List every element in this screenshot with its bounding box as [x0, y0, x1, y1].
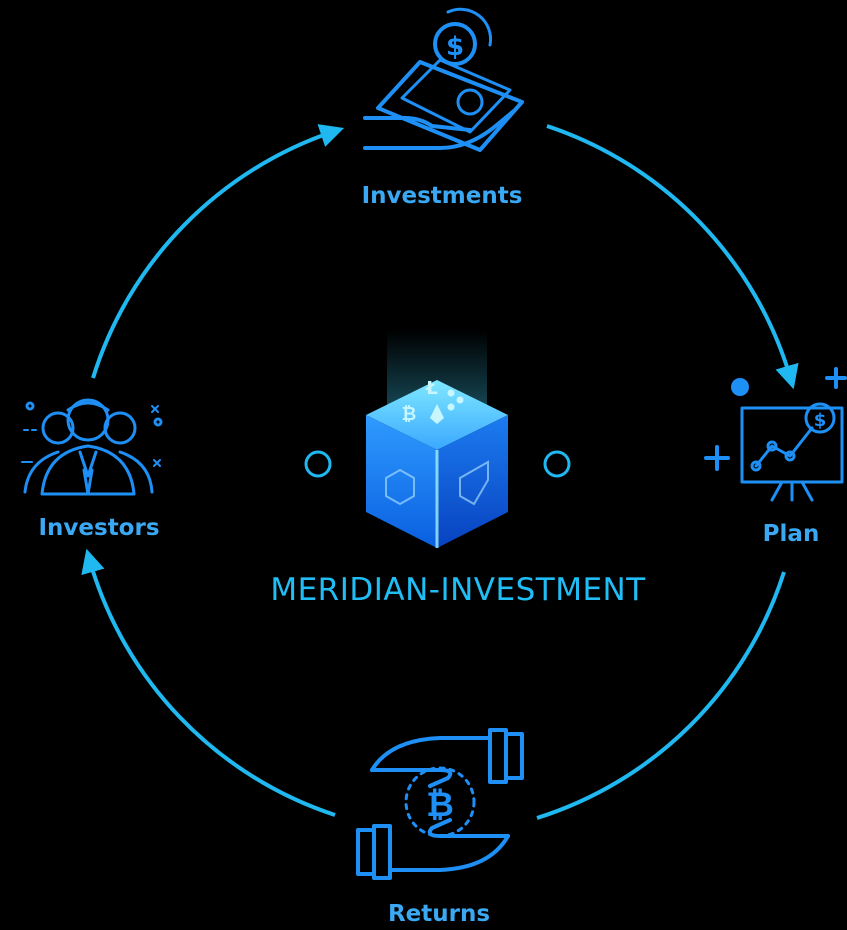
investments-dollar-symbol: $	[446, 32, 464, 62]
investors-label: Investors	[38, 515, 160, 541]
returns-bitcoin-symbol: ₿	[426, 785, 454, 825]
diagram-title: MERIDIAN-INVESTMENT	[270, 572, 646, 608]
arrow-investments-to-plan	[546, 124, 799, 390]
connector-right-node	[543, 450, 571, 478]
cube-right-face	[437, 415, 508, 548]
plan-dollar-symbol: $	[814, 410, 827, 431]
cube-left-face	[366, 415, 437, 548]
cube-ethereum-symbol	[430, 404, 444, 424]
plan-dot-decoration	[731, 378, 749, 396]
cube-right-hexagon	[459, 460, 489, 506]
cube-litecoin-symbol: Ł	[425, 378, 438, 399]
cube-left-hexagon	[385, 468, 415, 506]
arrow-investors-to-investments	[91, 124, 345, 379]
cycle-arcs	[81, 124, 799, 820]
plan-plus-top-icon	[825, 367, 847, 389]
cash-in-hand-icon	[363, 7, 524, 152]
crypto-cube-icon: Ł ₿	[366, 330, 508, 548]
investments-label: Investments	[361, 183, 523, 209]
presentation-chart-icon	[740, 402, 844, 502]
plan-label: Plan	[762, 521, 820, 547]
bitcoin-exchange-hands-icon	[356, 728, 524, 880]
arrow-returns-to-investors	[81, 548, 336, 817]
cube-xrp-symbol	[447, 389, 464, 411]
connector-left-node	[304, 450, 332, 478]
arrow-plan-to-returns	[536, 571, 786, 820]
plan-plus-left-icon	[704, 445, 730, 471]
cube-bitcoin-symbol: ₿	[402, 404, 417, 425]
returns-label: Returns	[387, 901, 491, 927]
center-connectors	[178, 450, 730, 478]
investor-group-icon	[21, 398, 163, 496]
